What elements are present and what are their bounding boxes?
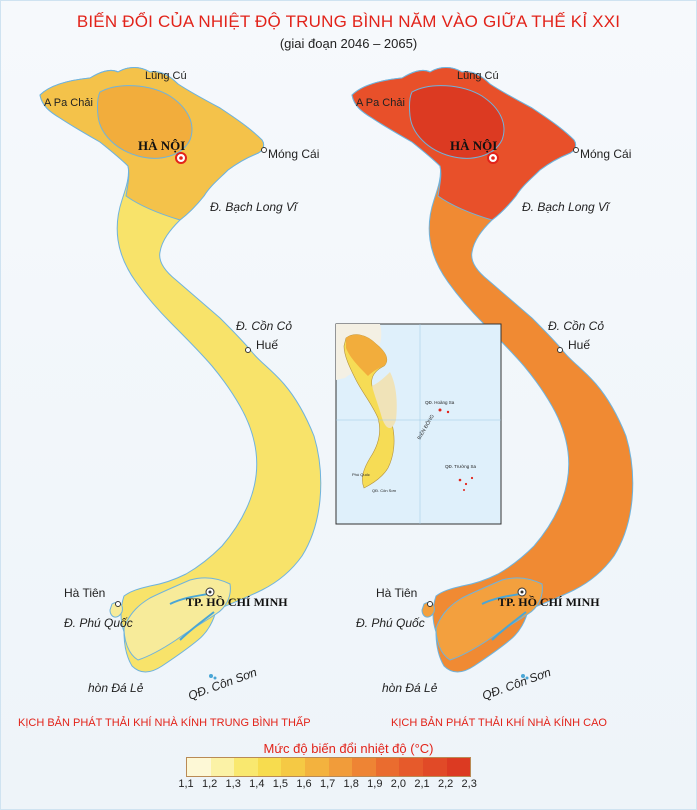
left-label-phu-quoc: Đ. Phú Quốc — [64, 616, 133, 630]
left-mekong-branch — [169, 593, 209, 605]
left-label-hue: Huế — [256, 338, 278, 352]
legend-tick-label: 2,3 — [461, 778, 477, 790]
legend-swatch — [257, 758, 282, 776]
right-label-a-pa-chai: A Pa Chải — [356, 97, 405, 109]
left-label-mong-cai: Móng Cái — [268, 147, 319, 161]
left-label-hon-da-le: hòn Đá Lẻ — [88, 681, 144, 695]
right-mekong-branch — [481, 593, 521, 605]
right-scenario-label: KỊCH BẢN PHÁT THẢI KHÍ NHÀ KÍNH CAO — [391, 717, 607, 729]
right-label-ha-tien: Hà Tiên — [376, 586, 417, 600]
right-label-lung-cu: Lũng Cú — [457, 70, 499, 82]
right-label-mong-cai: Móng Cái — [580, 147, 631, 161]
inset-truong-sa-markers — [458, 476, 474, 491]
left-label-hcm: TP. HỒ CHÍ MINH — [186, 594, 288, 609]
right-hue-marker — [557, 347, 563, 353]
legend-swatch — [352, 758, 376, 776]
left-label-lung-cu: Lũng Cú — [145, 70, 187, 82]
legend-tick-label: 1,8 — [343, 778, 359, 790]
legend-tick-label: 1,7 — [319, 778, 336, 790]
right-label-hon-da-le: hòn Đá Lẻ — [382, 681, 438, 695]
left-label-ha-noi: HÀ NỘI — [138, 138, 185, 153]
legend-swatch — [446, 758, 471, 776]
legend-title: Mức độ biến đổi nhiệt độ (°C) — [263, 741, 434, 756]
right-label-con-co: Đ. Cồn Cỏ — [548, 319, 604, 333]
legend-tick-label: 2,0 — [390, 778, 407, 790]
left-mekong-river — [179, 611, 215, 641]
right-con-son-islands — [521, 674, 529, 680]
left-ha-noi-dot — [179, 156, 183, 160]
legend-swatch — [399, 758, 423, 776]
legend-tick-label: 1,5 — [272, 778, 289, 790]
inset-label-con-son: QĐ. Côn Sơn — [372, 488, 396, 493]
right-label-bach-long-vi: Đ. Bạch Long Vĩ — [522, 200, 611, 214]
inset-map: QĐ. Hoàng Sa QĐ. Trường Sa BIỂN ĐÔNG QĐ.… — [335, 323, 502, 525]
left-mong-cai-marker — [261, 147, 267, 153]
inset-hoang-sa-marker-2 — [446, 410, 450, 414]
legend-tick-label: 2,2 — [437, 778, 454, 790]
inset-hoang-sa-marker — [438, 408, 442, 412]
legend-swatch — [422, 758, 447, 776]
legend-swatch — [375, 758, 400, 776]
inset-label-hoang-sa: QĐ. Hoàng Sa — [425, 400, 455, 405]
legend-tick-label: 1,4 — [249, 778, 265, 790]
left-scenario-label: KỊCH BẢN PHÁT THẢI KHÍ NHÀ KÍNH TRUNG BÌ… — [18, 717, 311, 729]
right-label-phu-quoc: Đ. Phú Quốc — [356, 616, 425, 630]
right-label-ha-noi: HÀ NỘI — [450, 138, 497, 153]
left-map: Lũng Cú A Pa Chải HÀ NỘI Móng Cái Đ. Bạc… — [39, 67, 322, 703]
inset-label-phu-quoc: Phú Quốc — [352, 472, 370, 477]
legend-swatch — [281, 758, 305, 776]
left-label-ha-tien: Hà Tiên — [64, 586, 105, 600]
inset-vietnam-north — [346, 334, 387, 376]
legend-tick-label: 1,1 — [178, 778, 194, 790]
right-label-hue: Huế — [568, 338, 590, 352]
legend-swatch — [187, 758, 211, 776]
left-label-bach-long-vi: Đ. Bạch Long Vĩ — [210, 200, 299, 214]
left-ha-tien-marker — [115, 601, 121, 607]
legend-tick-label: 1,6 — [296, 778, 312, 790]
right-mong-cai-marker — [573, 147, 579, 153]
inset-label-truong-sa: QĐ. Trường Sa — [445, 464, 476, 469]
left-label-con-co: Đ. Cồn Cỏ — [236, 319, 292, 333]
left-con-son-islands — [209, 674, 217, 680]
legend-swatch — [210, 758, 235, 776]
right-ha-noi-dot — [491, 156, 495, 160]
left-hue-marker — [245, 347, 251, 353]
legend-ticks: 1,1 1,2 1,3 1,4 1,5 1,6 1,7 1,8 1,9 2,0 2,1 2,2 2,3 — [178, 778, 511, 792]
map-title: BIẾN ĐỔI CỦA NHIỆT ĐỘ TRUNG BÌNH NĂM VÀO… — [76, 12, 621, 31]
left-label-con-son: QĐ. Côn Sơn — [186, 665, 259, 703]
right-mekong-river — [491, 611, 527, 641]
legend-tick-label: 2,1 — [414, 778, 430, 790]
right-label-hcm: TP. HỒ CHÍ MINH — [498, 594, 600, 609]
legend-tick-label: 1,2 — [201, 778, 218, 790]
legend-swatch — [328, 758, 353, 776]
legend-swatch — [234, 758, 258, 776]
inset-laos-cambodia — [372, 372, 397, 429]
legend-color-bar — [186, 757, 472, 777]
map-subtitle: (giai đoạn 2046 – 2065) — [279, 36, 418, 51]
legend-swatch — [304, 758, 329, 776]
legend-tick-label: 1,3 — [225, 778, 241, 790]
right-ha-tien-marker — [427, 601, 433, 607]
left-label-a-pa-chai: A Pa Chải — [44, 97, 93, 109]
right-hcm-dot — [520, 590, 524, 594]
right-label-con-son: QĐ. Côn Sơn — [480, 665, 553, 703]
legend-tick-label: 1,9 — [367, 778, 383, 790]
left-hcm-dot — [208, 590, 212, 594]
